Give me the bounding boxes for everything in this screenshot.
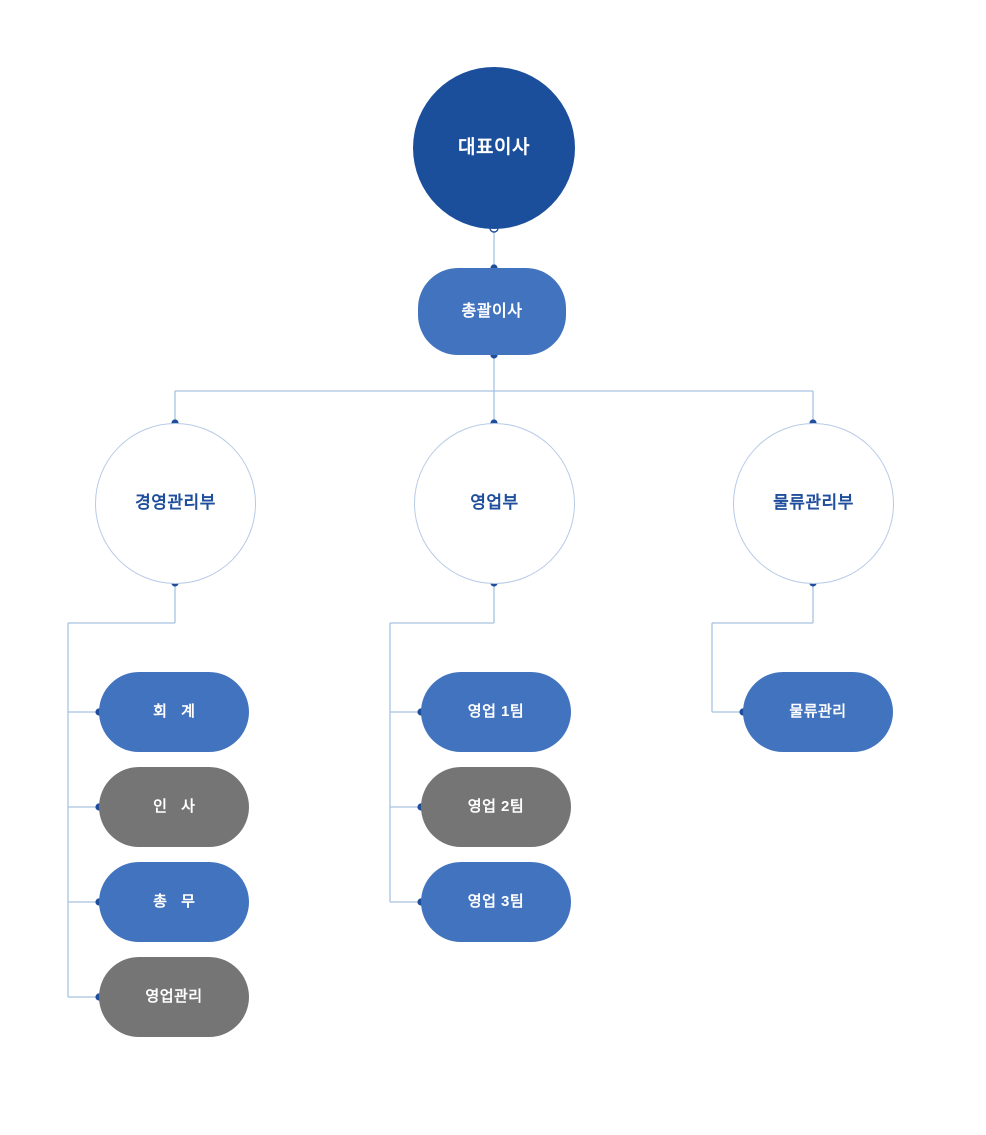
node-team-general-affairs[interactable]: 총 무 [99, 862, 249, 942]
node-director[interactable]: 총괄이사 [418, 268, 566, 355]
node-department-logistics[interactable]: 물류관리부 [733, 423, 894, 584]
node-department-management-label: 경영관리부 [135, 493, 216, 513]
node-team-accounting[interactable]: 회 계 [99, 672, 249, 752]
node-team-sales-2-label: 영업 2팀 [467, 797, 525, 815]
node-team-logistics-label: 물류관리 [789, 702, 847, 720]
node-team-general-affairs-label: 총 무 [153, 892, 200, 910]
node-department-management[interactable]: 경영관리부 [95, 423, 256, 584]
node-executive[interactable]: 대표이사 [413, 67, 575, 229]
node-director-label: 총괄이사 [461, 302, 523, 320]
node-team-sales-2[interactable]: 영업 2팀 [421, 767, 571, 847]
node-team-accounting-label: 회 계 [153, 702, 200, 720]
node-department-sales[interactable]: 영업부 [414, 423, 575, 584]
node-department-logistics-label: 물류관리부 [773, 493, 854, 513]
node-team-sales-3[interactable]: 영업 3팀 [421, 862, 571, 942]
node-team-sales-management-label: 영업관리 [145, 987, 203, 1005]
node-team-sales-3-label: 영업 3팀 [467, 892, 525, 910]
node-team-sales-1[interactable]: 영업 1팀 [421, 672, 571, 752]
node-team-sales-1-label: 영업 1팀 [467, 702, 525, 720]
node-team-hr-label: 인 사 [153, 797, 200, 815]
node-team-sales-management[interactable]: 영업관리 [99, 957, 249, 1037]
node-team-logistics[interactable]: 물류관리 [743, 672, 893, 752]
node-department-sales-label: 영업부 [470, 493, 519, 513]
node-team-hr[interactable]: 인 사 [99, 767, 249, 847]
node-executive-label: 대표이사 [458, 136, 530, 158]
